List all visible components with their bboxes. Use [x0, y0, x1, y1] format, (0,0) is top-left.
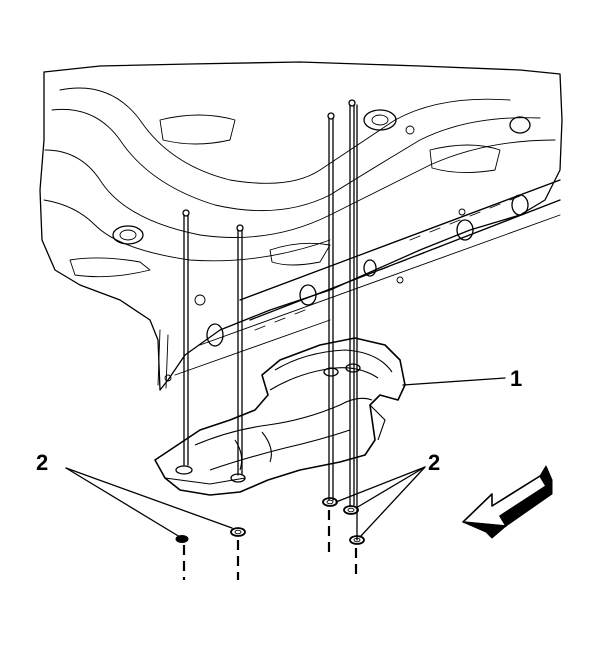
rail-slots	[254, 195, 521, 331]
leader-right-a	[335, 466, 426, 503]
callout-2-right: 2	[428, 450, 440, 475]
fastener-centerlines	[182, 510, 358, 580]
leader-lines	[65, 377, 506, 538]
fasteners	[175, 497, 365, 545]
callout-1: 1	[510, 366, 522, 391]
nut-left-2	[230, 527, 246, 537]
callout-2-left: 2	[36, 450, 48, 475]
leader-heat-shield	[402, 377, 506, 386]
nut-left-1	[175, 535, 189, 543]
leader-left-a	[65, 467, 181, 538]
leader-left-b	[65, 467, 233, 529]
heat-shield	[154, 337, 406, 496]
nut-right-2	[343, 505, 359, 515]
leader-right-b	[355, 466, 426, 509]
vehicle-underbody-floor-pan	[39, 61, 563, 391]
front-direction-arrow-icon	[462, 465, 553, 539]
mounting-studs	[182, 99, 358, 541]
nut-right-3	[349, 535, 365, 545]
floor-pan-holes	[112, 109, 531, 347]
leader-right-c	[359, 466, 426, 538]
nut-right-1	[322, 497, 338, 507]
